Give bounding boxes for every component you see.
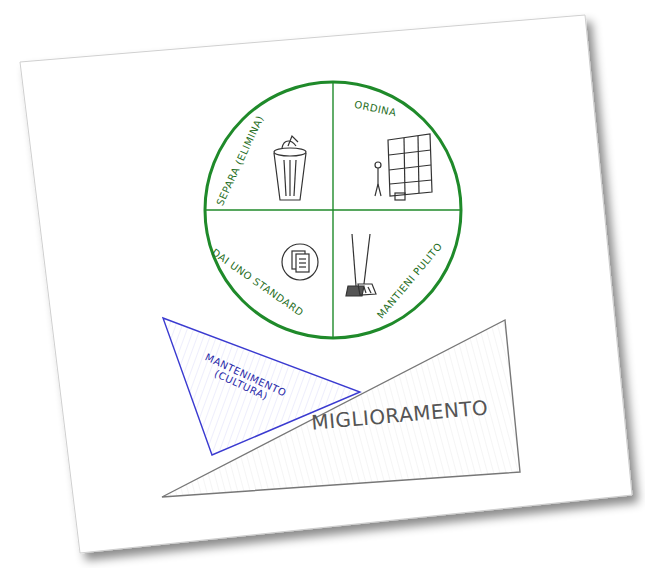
circle-divider: [205, 209, 461, 210]
shelf-icon: [375, 134, 432, 200]
broom-icon: [346, 234, 376, 296]
document-icon: [282, 244, 318, 280]
trash-can-icon: [274, 136, 306, 200]
five-s-circle: [205, 82, 461, 338]
paper-sheet: [20, 15, 632, 553]
